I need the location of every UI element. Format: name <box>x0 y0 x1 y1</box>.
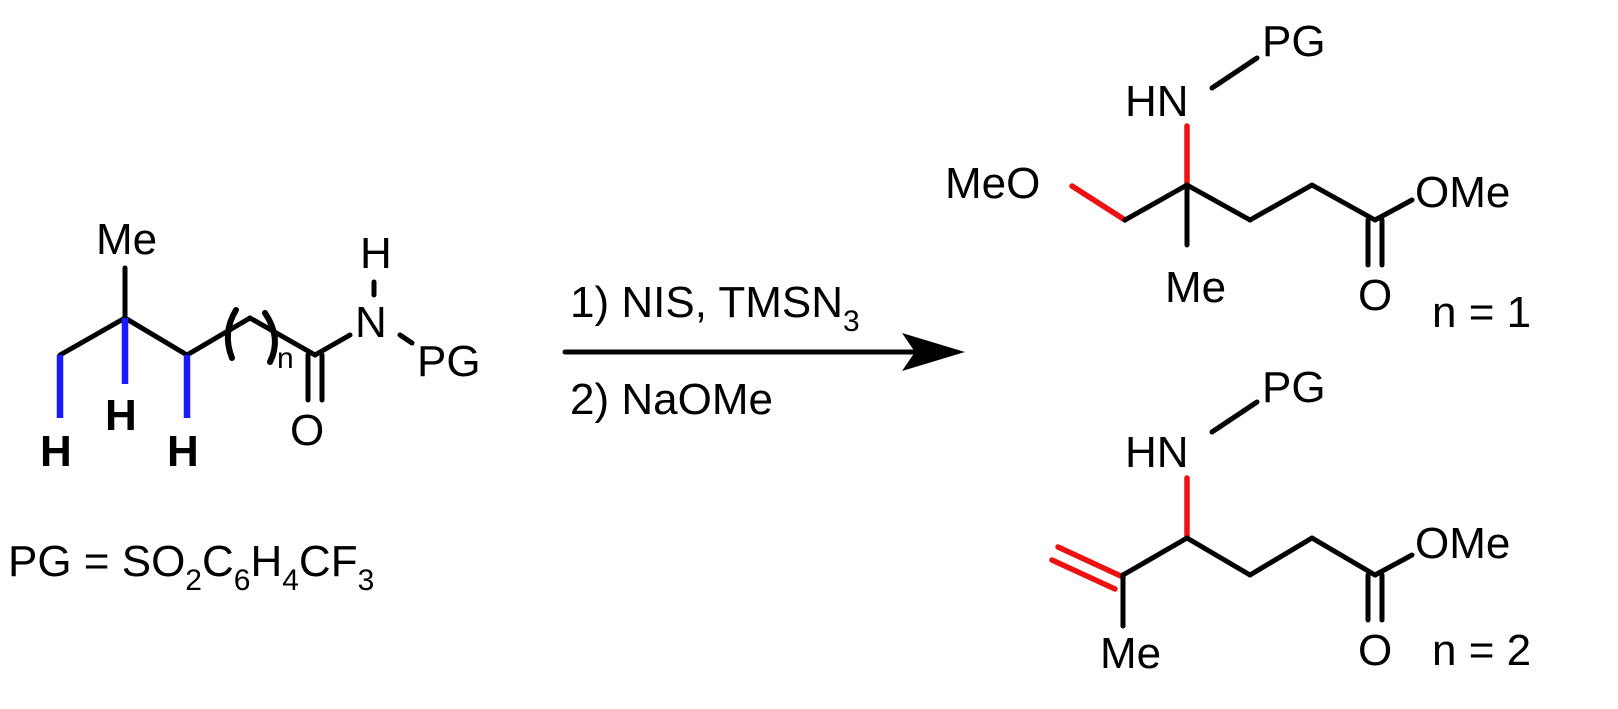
repeat-paren-left <box>224 307 239 361</box>
p1-new-co-bond <box>1069 183 1128 223</box>
p1-ome: OMe <box>1415 168 1510 217</box>
sm-carbonyl-o: O <box>290 406 324 455</box>
p1-bond-c4-c5 <box>1309 182 1378 223</box>
p2-bond-cvinyl-cn <box>1120 535 1190 578</box>
reaction-arrow <box>562 333 965 371</box>
p2-bond-c3-c4 <box>1247 535 1315 578</box>
sm-methyl-label: Me <box>96 215 157 264</box>
sm-repeat-n: n <box>277 342 294 375</box>
p1-bond-ch2-cq <box>1122 182 1190 223</box>
p1-bond-c3-c4 <box>1247 182 1315 223</box>
sm-h-primary: H <box>40 427 72 476</box>
arrow-head <box>902 333 965 371</box>
sm-amide-n: N <box>355 298 387 347</box>
p1-n-label: n = 1 <box>1432 288 1531 337</box>
bond-c2-c3 <box>122 315 190 358</box>
bond-c4-c5 <box>247 315 318 358</box>
p2-me: Me <box>1100 629 1161 678</box>
p1-carbonyl-o: O <box>1358 271 1392 320</box>
repeat-paren-right <box>262 310 278 365</box>
product-1: PG HN MeO Me OMe O n = 1 <box>945 17 1531 337</box>
p1-bond-cq-c3 <box>1184 182 1253 223</box>
p2-n-label: n = 2 <box>1432 626 1531 675</box>
p1-bond-c5-o <box>1372 197 1415 223</box>
p1-bond-n-pg <box>1209 55 1260 91</box>
p2-ome: OMe <box>1415 519 1510 568</box>
p2-hn: HN <box>1125 428 1189 477</box>
starting-material: Me H H H n O N H PG <box>40 215 481 476</box>
p2-pg: PG <box>1262 363 1326 412</box>
bond-n-pg <box>397 332 415 346</box>
p2-bond-c4-c5 <box>1309 535 1378 578</box>
sm-h-secondary: H <box>167 427 199 476</box>
product-2: PG HN Me OMe O n = 2 <box>1049 363 1531 678</box>
p2-new-alkene-a <box>1055 544 1126 580</box>
conditions-step-1: 1) NIS, TMSN3 <box>570 278 860 338</box>
conditions-step-2: 2) NaOMe <box>570 375 773 424</box>
sm-h-tertiary: H <box>105 391 137 440</box>
sm-pg: PG <box>417 337 481 386</box>
sm-amide-h: H <box>360 229 392 278</box>
p2-bond-cn-c3 <box>1184 535 1253 578</box>
p1-hn: HN <box>1125 77 1189 126</box>
p1-pg: PG <box>1262 17 1326 66</box>
bond-c5-n <box>312 332 353 358</box>
p2-bond-c5-o <box>1372 552 1415 578</box>
p1-meo: MeO <box>945 159 1040 208</box>
bond-c3-c4 <box>184 315 253 358</box>
p2-carbonyl-o: O <box>1358 626 1392 675</box>
p2-new-alkene-b <box>1049 557 1118 592</box>
bond-c1-c2 <box>57 315 128 358</box>
p2-bond-n-pg <box>1209 399 1260 435</box>
p1-me: Me <box>1165 263 1226 312</box>
pg-definition: PG = SO2C6H4CF3 <box>8 537 374 597</box>
